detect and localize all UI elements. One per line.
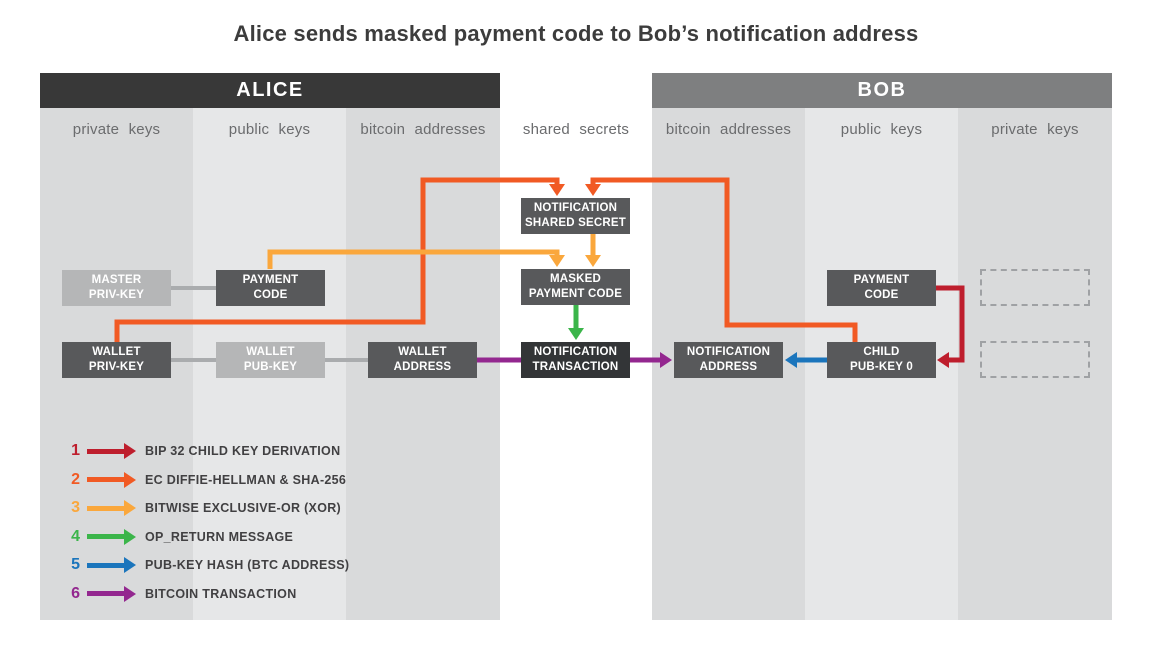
- legend-label: BITCOIN TRANSACTION: [145, 586, 297, 601]
- diagram-title: Alice sends masked payment code to Bob’s…: [233, 21, 919, 46]
- column-label-shared-secrets: shared secrets: [522, 120, 630, 138]
- column-label-alice-private-keys: private keys: [72, 120, 161, 138]
- legend-arrow-line: [87, 562, 124, 568]
- legend-item-op-return: 4 OP_RETURN MESSAGE: [62, 528, 349, 546]
- column-label-bob-public-keys: public keys: [840, 120, 923, 138]
- legend-arrow-line: [87, 534, 124, 539]
- node-bob-unused-key-slot-1: [980, 269, 1090, 306]
- legend-item-xor: 3 BITWISE EXCLUSIVE-OR (XOR): [62, 499, 349, 517]
- legend-number: 6: [71, 584, 80, 602]
- bob-header-label: BOB: [857, 79, 907, 101]
- legend-arrow-head-icon: [124, 443, 136, 459]
- legend: 1 BIP 32 CHILD KEY DERIVATION 2 EC DIFFI…: [62, 442, 349, 603]
- bob-private-keys-column: [958, 108, 1112, 620]
- arrow-op-return: [568, 305, 584, 340]
- arrow-xor-from-shared-secret: [585, 234, 601, 267]
- alice-header-bar: ALICE: [40, 73, 500, 108]
- legend-number: 4: [71, 527, 80, 545]
- legend-label: OP_RETURN MESSAGE: [145, 529, 294, 544]
- legend-arrow-line: [87, 448, 124, 454]
- legend-arrow-head-icon: [124, 471, 136, 488]
- node-bob-unused-key-slot-2: [980, 341, 1090, 378]
- node-master-priv-key: MASTER PRIV-KEY: [62, 270, 171, 306]
- node-notification-address: NOTIFICATION ADDRESS: [674, 342, 783, 378]
- legend-item-pubkey-hash: 5 PUB-KEY HASH (BTC ADDRESS): [62, 556, 349, 574]
- node-alice-payment-code: PAYMENT CODE: [216, 270, 325, 306]
- node-notification-transaction: NOTIFICATION TRANSACTION: [521, 342, 630, 378]
- legend-arrow-head-icon: [124, 528, 136, 545]
- arrow-ecdh-from-bob-child-pub-key: [585, 177, 858, 342]
- column-label-alice-bitcoin-addresses: bitcoin addresses: [360, 120, 486, 138]
- legend-arrow-line: [87, 477, 124, 482]
- legend-arrow-head-icon: [124, 585, 136, 602]
- legend-arrow-line: [87, 505, 124, 511]
- node-masked-payment-code: MASKED PAYMENT CODE: [521, 269, 630, 305]
- legend-label: BIP 32 CHILD KEY DERIVATION: [145, 444, 341, 458]
- legend-label: EC DIFFIE-HELLMAN & SHA-256: [145, 472, 347, 487]
- legend-item-bip32: 1 BIP 32 CHILD KEY DERIVATION: [62, 442, 349, 460]
- node-notification-shared-secret: NOTIFICATION SHARED SECRET: [521, 198, 630, 234]
- alice-header-label: ALICE: [236, 79, 304, 101]
- node-wallet-address: WALLET ADDRESS: [368, 342, 477, 378]
- node-child-pub-key-0: CHILD PUB-KEY 0: [827, 342, 936, 378]
- legend-number: 1: [71, 442, 80, 459]
- arrow-xor-from-payment-code: [267, 249, 565, 269]
- legend-number: 5: [71, 556, 80, 573]
- legend-label: BITWISE EXCLUSIVE-OR (XOR): [145, 501, 342, 515]
- legend-item-ecdh: 2 EC DIFFIE-HELLMAN & SHA-256: [62, 471, 349, 489]
- bob-header-bar: BOB: [652, 73, 1112, 108]
- arrow-bip32-derivation: [936, 285, 965, 368]
- arrow-pubkey-hash: [785, 352, 827, 368]
- legend-label: PUB-KEY HASH (BTC ADDRESS): [145, 558, 350, 572]
- column-label-alice-public-keys: public keys: [228, 120, 311, 138]
- legend-arrow-line: [87, 591, 124, 596]
- legend-number: 3: [71, 499, 80, 516]
- arrow-bitcoin-tx-out: [630, 352, 672, 368]
- legend-arrow-head-icon: [124, 500, 136, 516]
- legend-arrow-head-icon: [124, 557, 136, 573]
- node-bob-payment-code: PAYMENT CODE: [827, 270, 936, 306]
- arrow-ecdh-from-alice-wallet-priv-key: [114, 177, 565, 342]
- node-wallet-pub-key: WALLET PUB-KEY: [216, 342, 325, 378]
- column-label-bob-bitcoin-addresses: bitcoin addresses: [665, 120, 792, 138]
- column-label-bob-private-keys: private keys: [991, 120, 1079, 138]
- legend-number: 2: [71, 470, 80, 488]
- legend-item-bitcoin-tx: 6 BITCOIN TRANSACTION: [62, 585, 349, 603]
- node-wallet-priv-key: WALLET PRIV-KEY: [62, 342, 171, 378]
